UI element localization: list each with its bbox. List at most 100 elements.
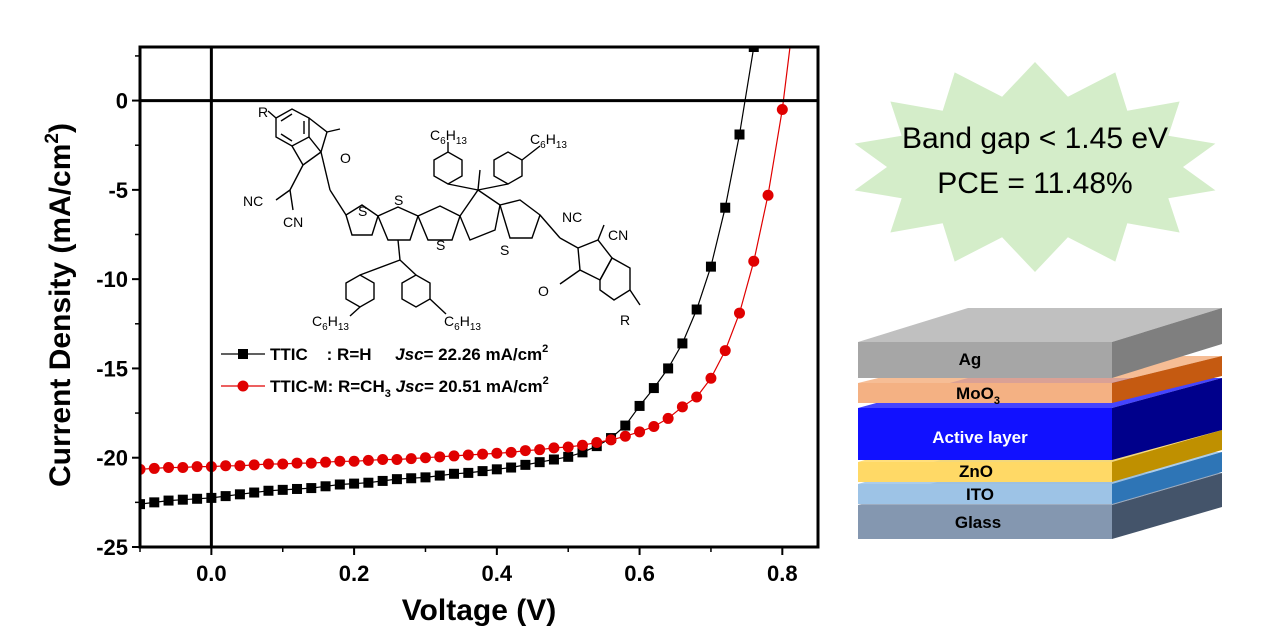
data-point: [719, 345, 731, 357]
data-point: [391, 454, 403, 465]
nc-label-left: NC: [243, 193, 263, 209]
data-point: [691, 304, 702, 315]
bond: [477, 183, 509, 191]
bond: [291, 145, 304, 166]
data-point: [391, 474, 402, 485]
data-point: [291, 457, 303, 469]
data-point: [248, 459, 260, 471]
data-point: [234, 460, 246, 472]
data-point: [163, 495, 174, 506]
highlight-badge: Band gap < 1.45 eV PCE = 11.48%: [854, 62, 1216, 272]
x-tick-label: 0.4: [482, 561, 513, 586]
series-ttic-m: [140, 47, 791, 475]
cn-label-right: CN: [608, 227, 628, 243]
data-point: [506, 462, 517, 473]
c6h13-label-2: C6H13: [530, 131, 567, 151]
vinyl-bond: [320, 151, 331, 191]
x-tick-label: 0.0: [196, 561, 227, 586]
dicyano-bond: [289, 164, 304, 191]
data-point: [305, 457, 317, 469]
data-point: [177, 494, 188, 505]
data-point: [320, 481, 331, 492]
bond: [359, 259, 401, 276]
badge-pce-text: PCE = 11.48%: [937, 167, 1132, 200]
data-point: [505, 446, 517, 458]
o-label-top: O: [340, 150, 351, 166]
y-tick-label: -20: [96, 446, 128, 471]
device-stack: Glass ITO ZnO Active layer MoO3: [858, 308, 1222, 539]
data-point: [148, 462, 160, 474]
series-line: [140, 47, 755, 505]
layer-label-ag: Ag: [959, 350, 982, 369]
data-point: [619, 430, 631, 442]
data-point: [720, 202, 731, 213]
layer-ag: Ag: [858, 308, 1222, 378]
y-tick-label: 0: [116, 89, 128, 114]
data-point: [548, 454, 559, 465]
data-point: [349, 478, 360, 489]
c6h13-label-1: C6H13: [430, 127, 467, 147]
phenyl-bottom-right: [401, 274, 431, 308]
y-tick-label: -10: [96, 267, 128, 292]
data-point: [377, 475, 388, 486]
vinyl-bond: [329, 189, 347, 216]
thiophene-2: [377, 206, 419, 241]
data-point: [306, 483, 317, 494]
badge-bandgap-text: Band gap < 1.45 eV: [902, 122, 1168, 155]
left-cyclopentanone: [308, 117, 328, 154]
data-point: [448, 450, 460, 462]
c6h13-label-4: C6H13: [444, 313, 481, 333]
data-point: [591, 437, 603, 449]
series-ttic: [140, 47, 759, 510]
data-point: [648, 383, 659, 394]
dicyano-bond: [597, 224, 605, 241]
data-point: [548, 442, 560, 454]
legend-label-ttic-m: TTIC-M: R=CH3 Jsc= 20.51 mA/cm2: [270, 375, 549, 400]
c6h13-label-3: C6H13: [312, 313, 349, 333]
data-point: [762, 189, 774, 201]
data-point: [263, 485, 274, 496]
o-label-bottom: O: [538, 283, 549, 299]
data-point: [363, 477, 374, 488]
x-tick-label: 0.2: [339, 561, 370, 586]
data-point: [691, 391, 703, 403]
data-point: [663, 363, 674, 374]
bond: [447, 183, 479, 191]
data-point: [577, 447, 588, 458]
data-point: [562, 441, 574, 453]
carbonyl: [559, 269, 581, 285]
data-point: [534, 444, 546, 456]
s-label-2: S: [394, 192, 403, 208]
data-point: [234, 489, 245, 500]
chart-marks: [140, 47, 791, 510]
nc-label-right: NC: [562, 209, 582, 225]
data-point: [277, 484, 288, 495]
cn-label-left: CN: [283, 214, 303, 230]
data-point: [434, 451, 446, 463]
y-tick-label: -15: [96, 356, 128, 381]
data-point: [220, 491, 231, 502]
thiophene-1: [345, 204, 379, 236]
data-point: [277, 458, 289, 470]
data-point: [163, 462, 175, 474]
data-point: [334, 479, 345, 490]
bridge-bond: [477, 169, 481, 191]
plot-frame: [138, 45, 820, 549]
data-point: [705, 261, 716, 272]
data-point: [534, 457, 545, 468]
s-label-3: S: [436, 237, 445, 253]
r-label-top: R: [258, 104, 268, 120]
data-point: [563, 451, 574, 462]
bond: [275, 189, 291, 201]
data-point: [605, 434, 617, 446]
badge-starburst: [854, 62, 1216, 272]
bond: [280, 133, 293, 142]
data-point: [348, 455, 360, 467]
data-point: [734, 129, 745, 140]
data-point: [419, 452, 431, 464]
data-point: [620, 420, 631, 431]
data-point: [662, 412, 674, 424]
core-ring: [459, 189, 501, 241]
thiophene-4: [499, 199, 541, 239]
data-point: [191, 461, 203, 473]
